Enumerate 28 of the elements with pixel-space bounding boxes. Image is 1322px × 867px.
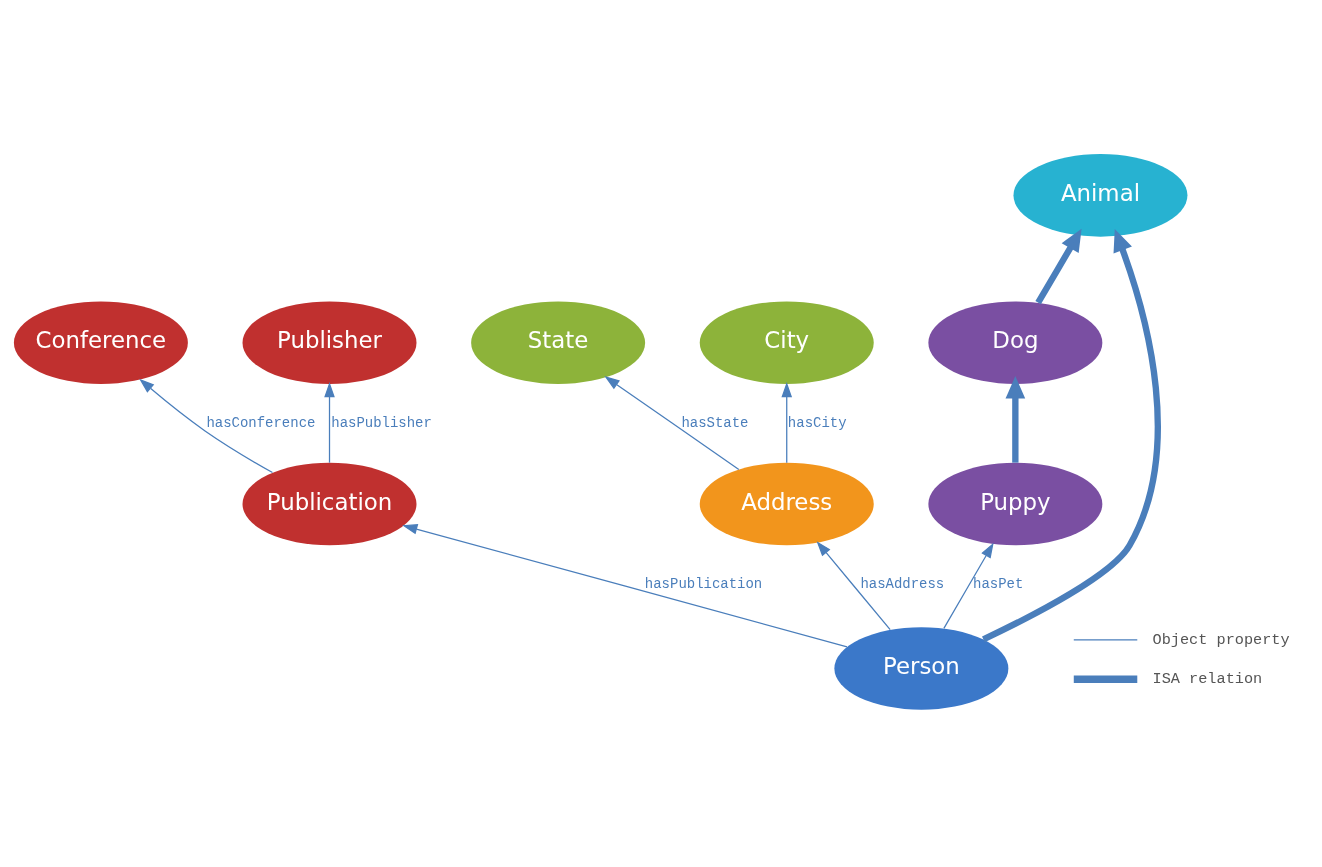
node-ellipse: Puppy (928, 462, 1103, 546)
edge-label: hasState (681, 414, 749, 431)
edge-label: hasPublication (644, 576, 763, 593)
arrow (816, 541, 891, 631)
edge-label: hasConference (206, 414, 316, 431)
node-ellipse: State (471, 301, 646, 384)
arrow (604, 376, 740, 471)
node-ellipse: Publisher (242, 301, 417, 384)
arrow (139, 378, 274, 474)
edge-label: hasCity (787, 414, 847, 431)
legend-label: Object property (1152, 630, 1290, 649)
node-ellipse: Person (834, 627, 1009, 710)
arrow (781, 382, 793, 464)
edge-label: hasPublisher (331, 414, 432, 431)
node-ellipse: City (699, 301, 874, 384)
edge-label: hasPet (973, 576, 1024, 593)
node-ellipse: Dog (928, 301, 1103, 384)
arrow (402, 524, 848, 648)
node-ellipse: Animal (1013, 154, 1188, 237)
edge-label: hasAddress (860, 576, 945, 593)
arrow (1035, 228, 1082, 305)
node-ellipse: Address (699, 462, 874, 546)
arrow (324, 382, 335, 464)
node-ellipse: Conference (13, 301, 188, 384)
arrow (943, 542, 994, 630)
legend-label: ISA relation (1152, 670, 1263, 689)
arrow (982, 228, 1161, 643)
arrow (1005, 376, 1026, 463)
